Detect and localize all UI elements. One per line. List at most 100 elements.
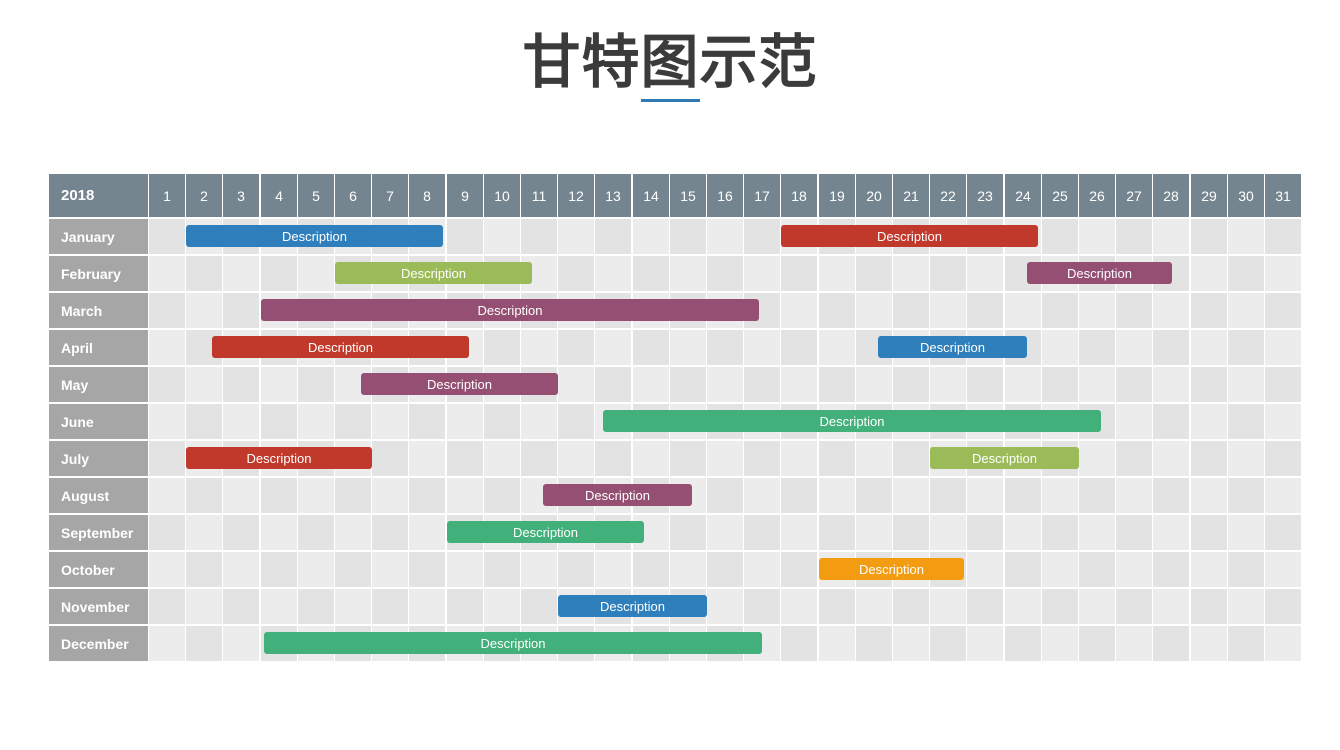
month-label: March xyxy=(49,293,148,328)
grid-cell xyxy=(298,256,334,291)
grid-cell xyxy=(1005,367,1041,402)
grid-cell xyxy=(484,330,520,365)
month-label: October xyxy=(49,552,148,587)
task-bar[interactable]: Description xyxy=(212,336,469,358)
grid-cell xyxy=(335,552,371,587)
grid-cell xyxy=(1228,404,1264,439)
grid-cell xyxy=(1116,219,1152,254)
header-day: 23 xyxy=(967,174,1003,217)
grid-cell xyxy=(298,367,334,402)
grid-cell xyxy=(1079,219,1115,254)
task-bar[interactable]: Description xyxy=(819,558,964,580)
task-bar[interactable]: Description xyxy=(558,595,707,617)
grid-cell xyxy=(781,589,817,624)
task-bar[interactable]: Description xyxy=(930,447,1079,469)
grid-cell xyxy=(819,293,855,328)
grid-cell xyxy=(744,256,780,291)
grid-cell xyxy=(223,293,259,328)
grid-cell xyxy=(1116,589,1152,624)
grid-cell xyxy=(1228,589,1264,624)
task-bar[interactable]: Description xyxy=(264,632,762,654)
month-label: January xyxy=(49,219,148,254)
grid-cell xyxy=(744,367,780,402)
title-underline xyxy=(641,99,700,102)
grid-cell xyxy=(149,219,185,254)
grid-cell xyxy=(707,367,743,402)
grid-cell xyxy=(893,293,929,328)
grid-cell xyxy=(335,589,371,624)
task-bar[interactable]: Description xyxy=(447,521,644,543)
grid-cell xyxy=(707,552,743,587)
grid-cell xyxy=(707,589,743,624)
task-bar[interactable]: Description xyxy=(186,447,372,469)
grid-cell xyxy=(1265,552,1301,587)
grid-cell xyxy=(1191,441,1227,476)
grid-cell xyxy=(744,515,780,550)
grid-cell xyxy=(298,515,334,550)
grid-cell xyxy=(930,293,966,328)
month-label: May xyxy=(49,367,148,402)
grid-cell xyxy=(1005,478,1041,513)
grid-cell xyxy=(856,626,892,661)
task-bar[interactable]: Description xyxy=(186,225,443,247)
header-year: 2018 xyxy=(49,174,148,217)
grid-cell xyxy=(633,256,669,291)
grid-cell xyxy=(1153,367,1189,402)
grid-cell xyxy=(1191,478,1227,513)
grid-cell xyxy=(1191,552,1227,587)
grid-cell xyxy=(1191,626,1227,661)
grid-cell xyxy=(781,441,817,476)
header-day: 16 xyxy=(707,174,743,217)
task-bar[interactable]: Description xyxy=(543,484,692,506)
grid-cell xyxy=(670,552,706,587)
grid-cell xyxy=(930,589,966,624)
grid-cell xyxy=(819,256,855,291)
grid-cell xyxy=(298,404,334,439)
grid-cell xyxy=(670,515,706,550)
task-bar[interactable]: Description xyxy=(261,299,759,321)
task-bar[interactable]: Description xyxy=(361,373,558,395)
grid-cell xyxy=(1153,441,1189,476)
grid-cell xyxy=(1153,478,1189,513)
grid-cell xyxy=(967,367,1003,402)
grid-cell xyxy=(223,404,259,439)
grid-cell xyxy=(1042,367,1078,402)
grid-cell xyxy=(298,478,334,513)
grid-cell xyxy=(1116,478,1152,513)
grid-cell xyxy=(1191,330,1227,365)
grid-cell xyxy=(447,441,483,476)
task-bar[interactable]: Description xyxy=(603,410,1101,432)
task-bar[interactable]: Description xyxy=(878,336,1027,358)
grid-cell xyxy=(856,589,892,624)
grid-cell xyxy=(1265,478,1301,513)
grid-cell xyxy=(633,219,669,254)
grid-cell xyxy=(186,256,222,291)
grid-cell xyxy=(1228,515,1264,550)
task-bar[interactable]: Description xyxy=(1027,262,1172,284)
month-label: August xyxy=(49,478,148,513)
grid-cell xyxy=(186,404,222,439)
grid-cell xyxy=(1265,589,1301,624)
grid-cell xyxy=(149,478,185,513)
grid-cell xyxy=(521,552,557,587)
grid-cell xyxy=(372,404,408,439)
task-bar[interactable]: Description xyxy=(781,225,1038,247)
header-day: 14 xyxy=(633,174,669,217)
grid-cell xyxy=(149,626,185,661)
task-bar[interactable]: Description xyxy=(335,262,532,284)
header-day: 26 xyxy=(1079,174,1115,217)
grid-cell xyxy=(595,330,631,365)
month-label: December xyxy=(49,626,148,661)
grid-cell xyxy=(707,441,743,476)
grid-cell xyxy=(409,515,445,550)
grid-cell xyxy=(1191,515,1227,550)
month-label: November xyxy=(49,589,148,624)
header-day: 4 xyxy=(261,174,297,217)
grid-cell xyxy=(521,589,557,624)
grid-cell xyxy=(1005,626,1041,661)
header-day: 1 xyxy=(149,174,185,217)
grid-cell xyxy=(893,478,929,513)
grid-cell xyxy=(781,626,817,661)
grid-cell xyxy=(967,256,1003,291)
grid-cell xyxy=(1042,515,1078,550)
